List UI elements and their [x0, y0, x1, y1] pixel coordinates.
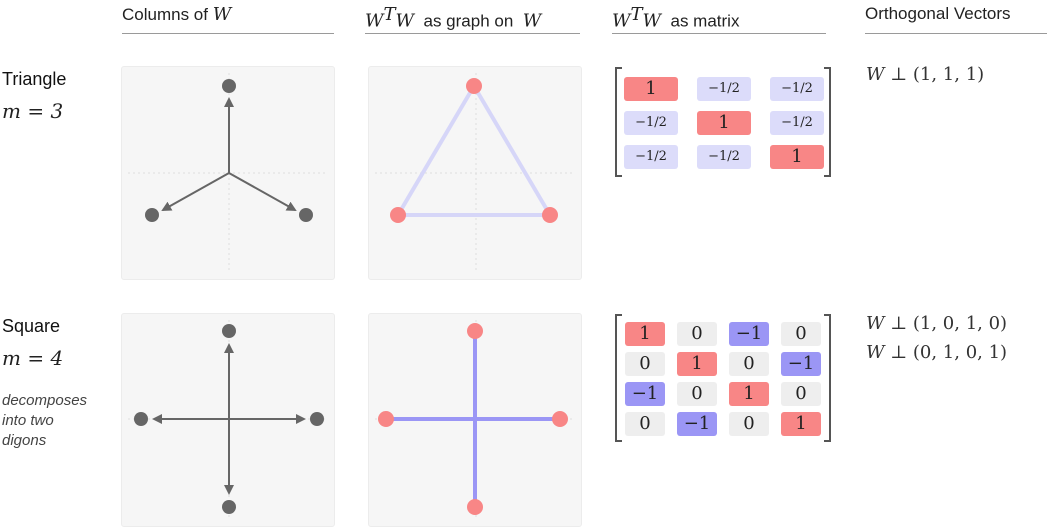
graph-node [542, 207, 558, 223]
header-rule-1 [122, 33, 334, 34]
matrix-cell: −1 [729, 322, 769, 346]
header-graph-math-base2: W [395, 10, 415, 32]
graph-node [390, 207, 406, 223]
triangle-columns-panel [121, 66, 335, 280]
matrix-cell: 0 [677, 322, 717, 346]
square-columns-panel [121, 313, 335, 527]
matrix-cell: −1/2 [697, 145, 751, 169]
vector-endpoint [134, 412, 148, 426]
header-orthogonal: Orthogonal Vectors [865, 4, 1011, 24]
orth-w: W [866, 342, 885, 363]
vector-arrow [228, 172, 297, 211]
square-graph-svg [375, 320, 575, 520]
triangle-matrix-brackets [615, 67, 831, 177]
matrix-cell: −1/2 [624, 111, 678, 135]
orth-w: W [866, 64, 885, 85]
vector-endpoint [310, 412, 324, 426]
square-graph-panel [368, 313, 582, 527]
orth-w: W [866, 313, 885, 334]
graph-node [466, 78, 482, 94]
header-graph-math-sup: T [383, 4, 396, 25]
matrix-cell: −1/2 [770, 111, 824, 135]
matrix-cell: 1 [677, 352, 717, 376]
orth-vector: ⊥ (1, 0, 1, 0) [884, 313, 1008, 334]
header-graph-math-end: W [522, 10, 542, 32]
header-rule-4 [865, 33, 1047, 34]
matrix-cell: 0 [677, 382, 717, 406]
triangle-orthogonal-1: W ⊥ (1, 1, 1) [866, 64, 984, 85]
triangle-graph-panel [368, 66, 582, 280]
row-triangle-name: Triangle [2, 69, 67, 89]
graph-node [467, 499, 483, 515]
orth-vector: ⊥ (0, 1, 0, 1) [884, 342, 1008, 363]
matrix-cell: −1/2 [697, 77, 751, 101]
matrix-cell: 0 [625, 412, 665, 436]
matrix-cell: 1 [781, 412, 821, 436]
matrix-cell: −1 [677, 412, 717, 436]
square-matrix-brackets [615, 314, 831, 442]
matrix-cell: 1 [624, 77, 678, 101]
matrix-cell: 0 [781, 322, 821, 346]
row-square-note: decomposes into two digons [2, 392, 88, 449]
square-orthogonal-1: W ⊥ (1, 0, 1, 0) [866, 313, 1007, 334]
vector-endpoint [222, 79, 236, 93]
header-matrix-math-sup: T [630, 4, 643, 25]
matrix-cell: 1 [770, 145, 824, 169]
row-triangle-math: m = 3 [2, 99, 64, 123]
header-matrix-text: as matrix [661, 11, 740, 31]
header-matrix-math-base: W [612, 10, 631, 32]
square-orthogonal-2: W ⊥ (0, 1, 0, 1) [866, 342, 1007, 363]
row-square-name: Square [2, 316, 61, 336]
graph-node [552, 411, 568, 427]
vector-endpoint [222, 324, 236, 338]
vector-arrow [161, 172, 230, 211]
header-matrix: WTW as matrix [612, 4, 739, 32]
graph-edge [472, 84, 552, 217]
header-graph-math-base: W [365, 10, 384, 32]
matrix-cell: 1 [625, 322, 665, 346]
row-square-math: m = 4 [2, 346, 64, 370]
graph-edge [396, 84, 476, 217]
graph-node [467, 323, 483, 339]
matrix-cell: 0 [729, 412, 769, 436]
header-graph-text: as graph on [414, 11, 523, 31]
orth-vector: ⊥ (1, 1, 1) [884, 64, 985, 85]
matrix-cell: 1 [729, 382, 769, 406]
matrix-cell: −1/2 [624, 145, 678, 169]
triangle-matrix: 1 −1/2 −1/2 −1/2 1 −1/2 −1/2 −1/2 1 [612, 66, 834, 178]
triangle-columns-svg [128, 73, 328, 273]
vector-endpoint [222, 500, 236, 514]
header-graph: WTW as graph on W [365, 4, 541, 32]
matrix-cell: −1/2 [770, 77, 824, 101]
matrix-cell: 1 [697, 111, 751, 135]
matrix-cell: −1 [625, 382, 665, 406]
header-columns-of-w: Columns of W [122, 4, 231, 25]
header-rule-3 [612, 33, 826, 34]
header-rule-2 [365, 33, 580, 34]
square-columns-svg [128, 320, 328, 520]
matrix-cell: −1 [781, 352, 821, 376]
header-matrix-math-base2: W [642, 10, 662, 32]
matrix-cell: 0 [781, 382, 821, 406]
triangle-graph-svg [375, 73, 575, 273]
graph-node [378, 411, 394, 427]
header-columns-text: Columns of [122, 5, 213, 24]
header-orthogonal-text: Orthogonal Vectors [865, 4, 1011, 23]
matrix-cell: 0 [625, 352, 665, 376]
vector-endpoint [299, 208, 313, 222]
vector-endpoint [145, 208, 159, 222]
matrix-cell: 0 [729, 352, 769, 376]
header-columns-math: W [212, 4, 232, 25]
